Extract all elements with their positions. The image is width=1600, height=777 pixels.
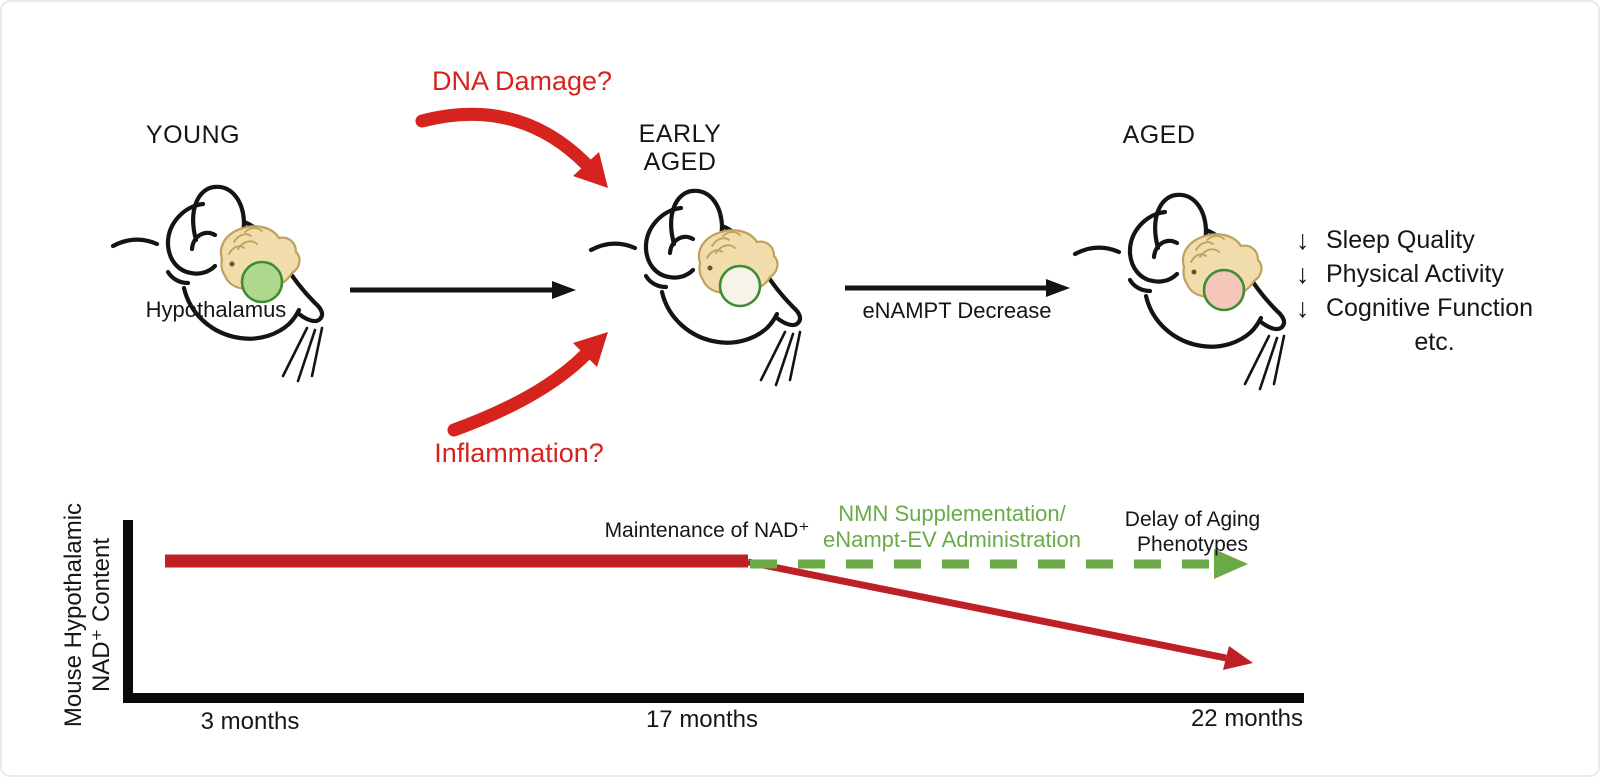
chart-axes bbox=[123, 520, 1304, 703]
hypothalamus-marker-early-aged bbox=[718, 264, 762, 308]
outcomes-etc-label: etc. bbox=[1414, 328, 1455, 356]
mouse-inner-ear bbox=[1151, 238, 1180, 260]
x-tick-17-months: 17 months bbox=[645, 706, 759, 733]
stage-label-aged: AGED bbox=[1122, 121, 1196, 149]
maintenance-of-nad-label: Maintenance of NAD⁺ bbox=[604, 519, 810, 542]
mouse-head-drawing-early-aged bbox=[588, 188, 803, 387]
hypothalamus-marker-young bbox=[240, 260, 284, 304]
hypothalamus-label: Hypothalamus bbox=[145, 297, 287, 322]
aging-outcomes-list: ↓ Sleep Quality ↓ Physical Activity ↓ Co… bbox=[1290, 223, 1533, 325]
nmn-intervention-dashed-arrow bbox=[750, 549, 1248, 579]
mouse-jaw-line bbox=[1143, 293, 1264, 349]
mouse-ear-pinna bbox=[643, 205, 696, 280]
mouse-ear-pinna bbox=[1127, 209, 1180, 284]
mouse-head-drawing-aged bbox=[1072, 192, 1287, 391]
brain-mark bbox=[229, 261, 235, 267]
mouse-inner-ear bbox=[667, 234, 696, 256]
nmn-supplementation-label: NMN Supplementation/ eNampt-EV Administr… bbox=[823, 501, 1081, 552]
mouse-whiskers bbox=[281, 326, 324, 383]
mouse-cheek-line bbox=[1127, 277, 1153, 294]
hypothalamus-marker-aged bbox=[1202, 268, 1246, 312]
dna-damage-label: DNA Damage? bbox=[431, 66, 613, 96]
brain-mark bbox=[707, 265, 713, 271]
mouse-whiskers bbox=[759, 330, 802, 387]
mouse-body-line bbox=[1072, 245, 1122, 257]
down-arrow-icon: ↓ bbox=[1296, 224, 1310, 255]
mouse-head-drawing-young bbox=[110, 184, 325, 383]
outcome-sleep-quality: ↓ Sleep Quality bbox=[1290, 223, 1533, 257]
outcome-label: Sleep Quality bbox=[1326, 225, 1475, 254]
down-arrow-icon: ↓ bbox=[1296, 292, 1310, 323]
mouse-ear-pinna bbox=[165, 201, 218, 276]
outcome-label: Physical Activity bbox=[1326, 259, 1504, 288]
stage-label-early-aged: EARLY AGED bbox=[638, 120, 722, 176]
young-to-early-arrow bbox=[350, 281, 576, 299]
mouse-cheek-line bbox=[643, 273, 669, 290]
mouse-inner-ear bbox=[189, 230, 218, 252]
x-tick-3-months: 3 months bbox=[200, 708, 300, 735]
down-arrow-icon: ↓ bbox=[1296, 258, 1310, 289]
y-axis-label: Mouse Hypothalamic NAD⁺ Content bbox=[60, 502, 115, 728]
outcome-physical-activity: ↓ Physical Activity bbox=[1290, 257, 1533, 291]
dna-damage-arrow bbox=[415, 107, 608, 188]
mouse-jaw-line bbox=[659, 289, 780, 345]
brain-cortex-folds bbox=[706, 231, 741, 259]
delay-of-aging-label: Delay of Aging Phenotypes bbox=[1124, 508, 1261, 556]
mouse-body-line bbox=[588, 241, 638, 253]
brain-mark bbox=[1191, 269, 1197, 275]
inflammation-label: Inflammation? bbox=[434, 438, 604, 468]
enampt-decrease-label: eNAMPT Decrease bbox=[862, 298, 1052, 323]
mouse-whiskers bbox=[1243, 334, 1286, 391]
mouse-body-line bbox=[110, 237, 160, 249]
mouse-jaw-line bbox=[181, 285, 302, 341]
outcome-cognitive-function: ↓ Cognitive Function bbox=[1290, 291, 1533, 325]
early-to-aged-arrow bbox=[845, 279, 1070, 297]
inflammation-arrow bbox=[447, 332, 608, 437]
brain-cortex-folds bbox=[228, 227, 263, 255]
nad-decline-arrow bbox=[747, 558, 1253, 670]
x-tick-22-months: 22 months bbox=[1190, 705, 1304, 732]
outcome-label: Cognitive Function bbox=[1326, 293, 1534, 322]
mouse-cheek-line bbox=[165, 269, 191, 286]
stage-label-young: YOUNG bbox=[145, 121, 241, 149]
brain-cortex-folds bbox=[1190, 235, 1225, 263]
